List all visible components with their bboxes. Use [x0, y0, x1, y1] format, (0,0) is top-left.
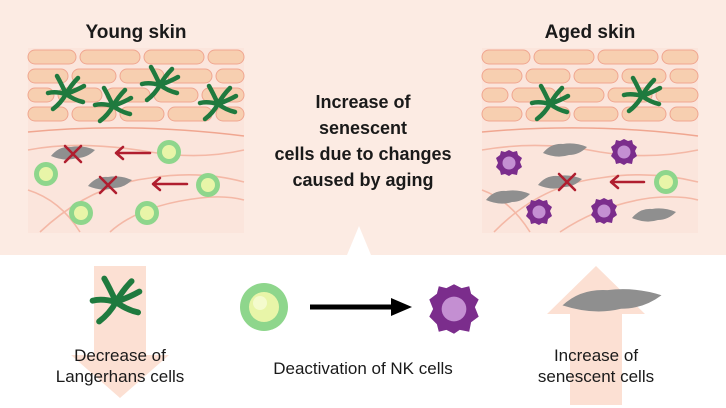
- aged-skin-illustration: [481, 48, 699, 233]
- legend-line: Langerhans cells: [55, 367, 185, 386]
- center-caption-line: senescent: [318, 118, 408, 138]
- nk-cell-icon: [69, 201, 93, 225]
- legend-senescent: [547, 266, 662, 405]
- center-caption: Increase of senescent cells due to chang…: [248, 89, 478, 193]
- legend-line: Increase of: [553, 346, 639, 365]
- inactive-nk-cell-icon: [429, 284, 479, 334]
- legend-langerhans-label: Decrease of Langerhans cells: [32, 345, 208, 387]
- arrow-icon: [114, 145, 152, 161]
- center-caption-line: caused by aging: [292, 170, 434, 190]
- legend-senescent-label: Increase of senescent cells: [516, 345, 676, 387]
- nk-cell-icon: [654, 170, 678, 194]
- speech-pointer: [347, 226, 371, 255]
- legend-line: senescent cells: [537, 367, 655, 386]
- center-caption-line: cells due to changes: [274, 144, 452, 164]
- nk-cell-icon: [196, 173, 220, 197]
- nk-cell-icon: [34, 162, 58, 186]
- nk-cell-icon: [157, 140, 181, 164]
- legend-nk: [240, 283, 479, 334]
- young-skin-title: Young skin: [85, 22, 187, 43]
- arrow-icon: [609, 174, 646, 190]
- center-caption-line: Increase of: [315, 92, 411, 112]
- legend-langerhans: [71, 266, 169, 398]
- legend-line: Decrease of: [74, 346, 166, 365]
- aged-skin-title: Aged skin: [544, 22, 636, 43]
- young-skin-illustration: [27, 48, 245, 233]
- nk-cell-icon: [135, 201, 159, 225]
- arrow-icon: [151, 176, 189, 192]
- legend-nk-label: Deactivation of NK cells: [273, 359, 453, 378]
